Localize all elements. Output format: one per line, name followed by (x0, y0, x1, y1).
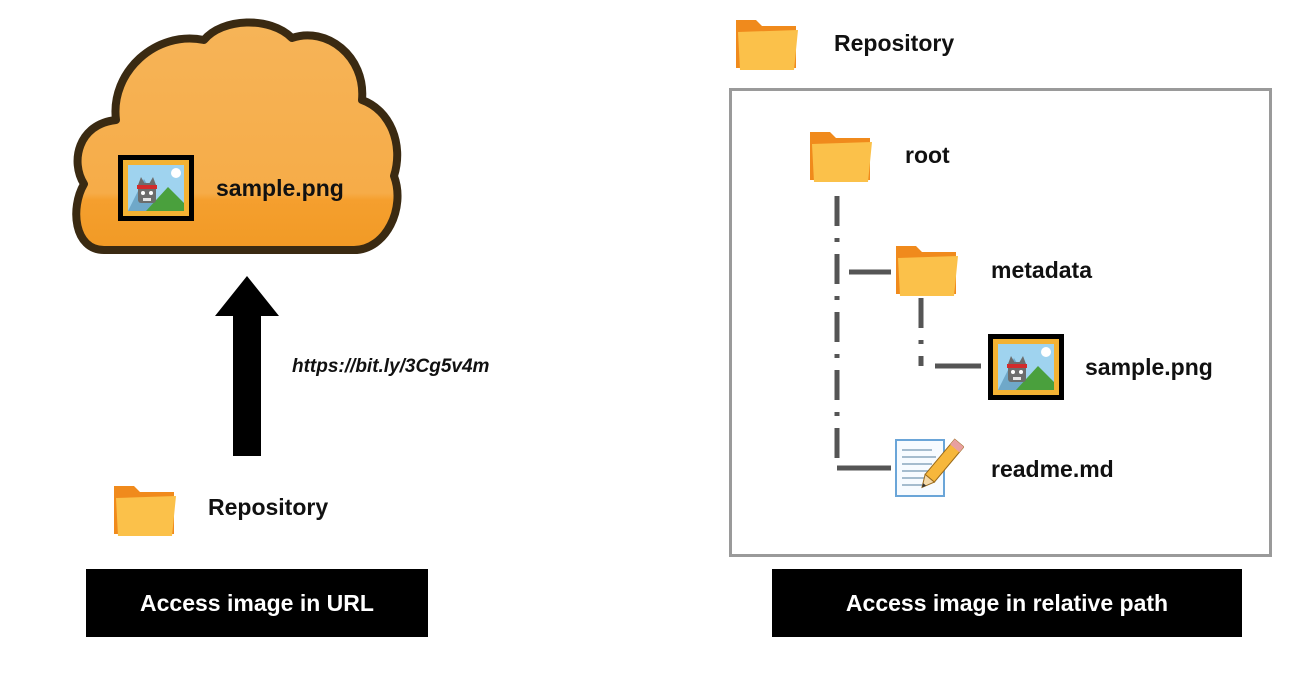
cloud-file-name: sample.png (216, 175, 344, 201)
folder-icon (894, 240, 960, 298)
tree-connectors (729, 88, 1272, 557)
upload-arrow-icon (215, 276, 279, 456)
folder-icon (112, 480, 178, 538)
tree-item-root: root (905, 142, 950, 168)
folder-icon (734, 14, 800, 72)
caption-url: Access image in URL (86, 569, 428, 637)
tree-item-metadata: metadata (991, 257, 1092, 283)
image-icon (116, 153, 196, 223)
folder-icon (808, 126, 874, 184)
tree-item-image: sample.png (1085, 354, 1213, 380)
cloud (64, 12, 408, 262)
image-icon (986, 332, 1066, 402)
tree-item-readme: readme.md (991, 456, 1114, 482)
text-document-icon (892, 434, 964, 500)
repository-label: Repository (208, 494, 329, 520)
caption-relative-path: Access image in relative path (772, 569, 1242, 637)
url-text[interactable]: https://bit.ly/3Cg5v4m (292, 356, 490, 377)
repository-label: Repository (834, 30, 955, 56)
